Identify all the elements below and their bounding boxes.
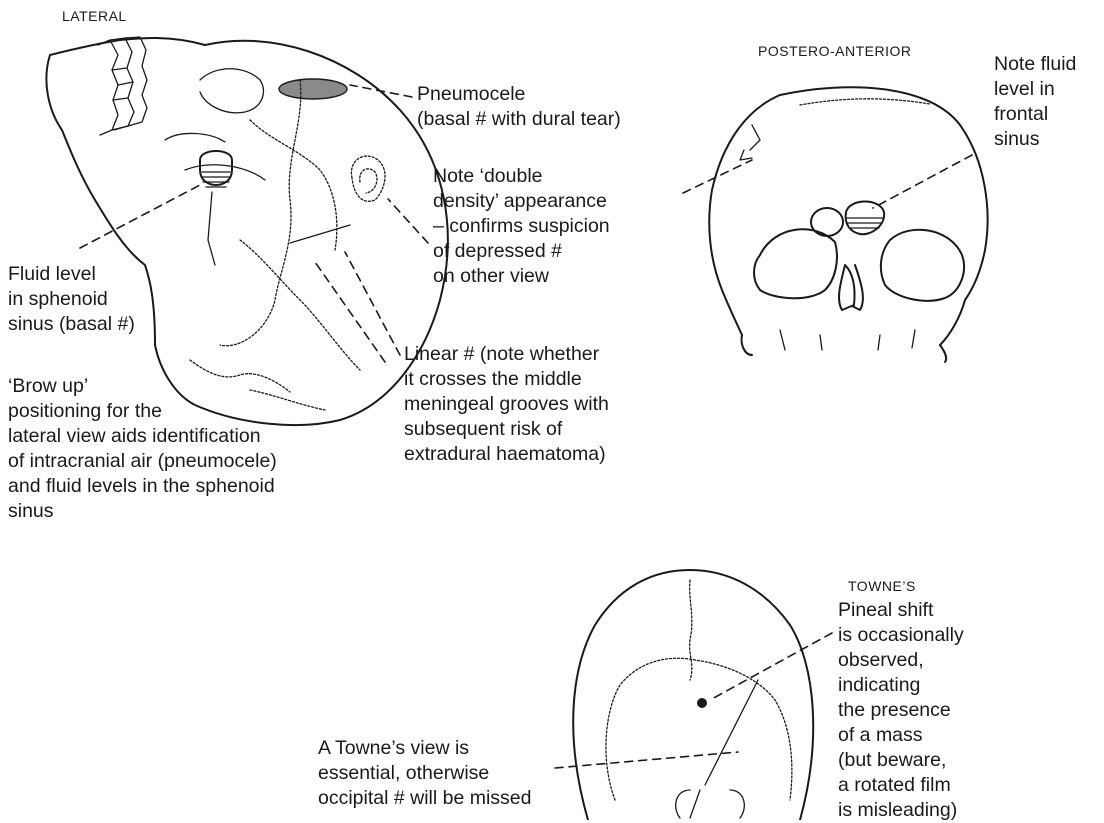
pneumocele-note: Pneumocele (basal # with dural tear) [417,82,621,132]
townes-skull-drawing [555,570,832,820]
pa-title: POSTERO-ANTERIOR [758,43,911,59]
linear-fracture-note: Linear # (note whether it crosses the mi… [404,342,609,467]
fluid-frontal-note: Note fluid level in frontal sinus [994,52,1076,152]
lateral-title: LATERAL [62,8,127,24]
pineal-shift-note: Pineal shift is occasionally observed, i… [838,598,964,823]
brow-up-note: ‘Brow up’ positioning for the lateral vi… [8,374,277,524]
townes-title: TOWNE’S [848,578,916,594]
lateral-skull-drawing [46,37,447,425]
townes-essential-note: A Towne’s view is essential, otherwise o… [318,736,532,811]
pa-skull-drawing [683,87,988,362]
fluid-sphenoid-note: Fluid level in sphenoid sinus (basal #) [8,262,135,337]
double-density-note: Note ‘double density’ appearance – confi… [433,164,610,289]
